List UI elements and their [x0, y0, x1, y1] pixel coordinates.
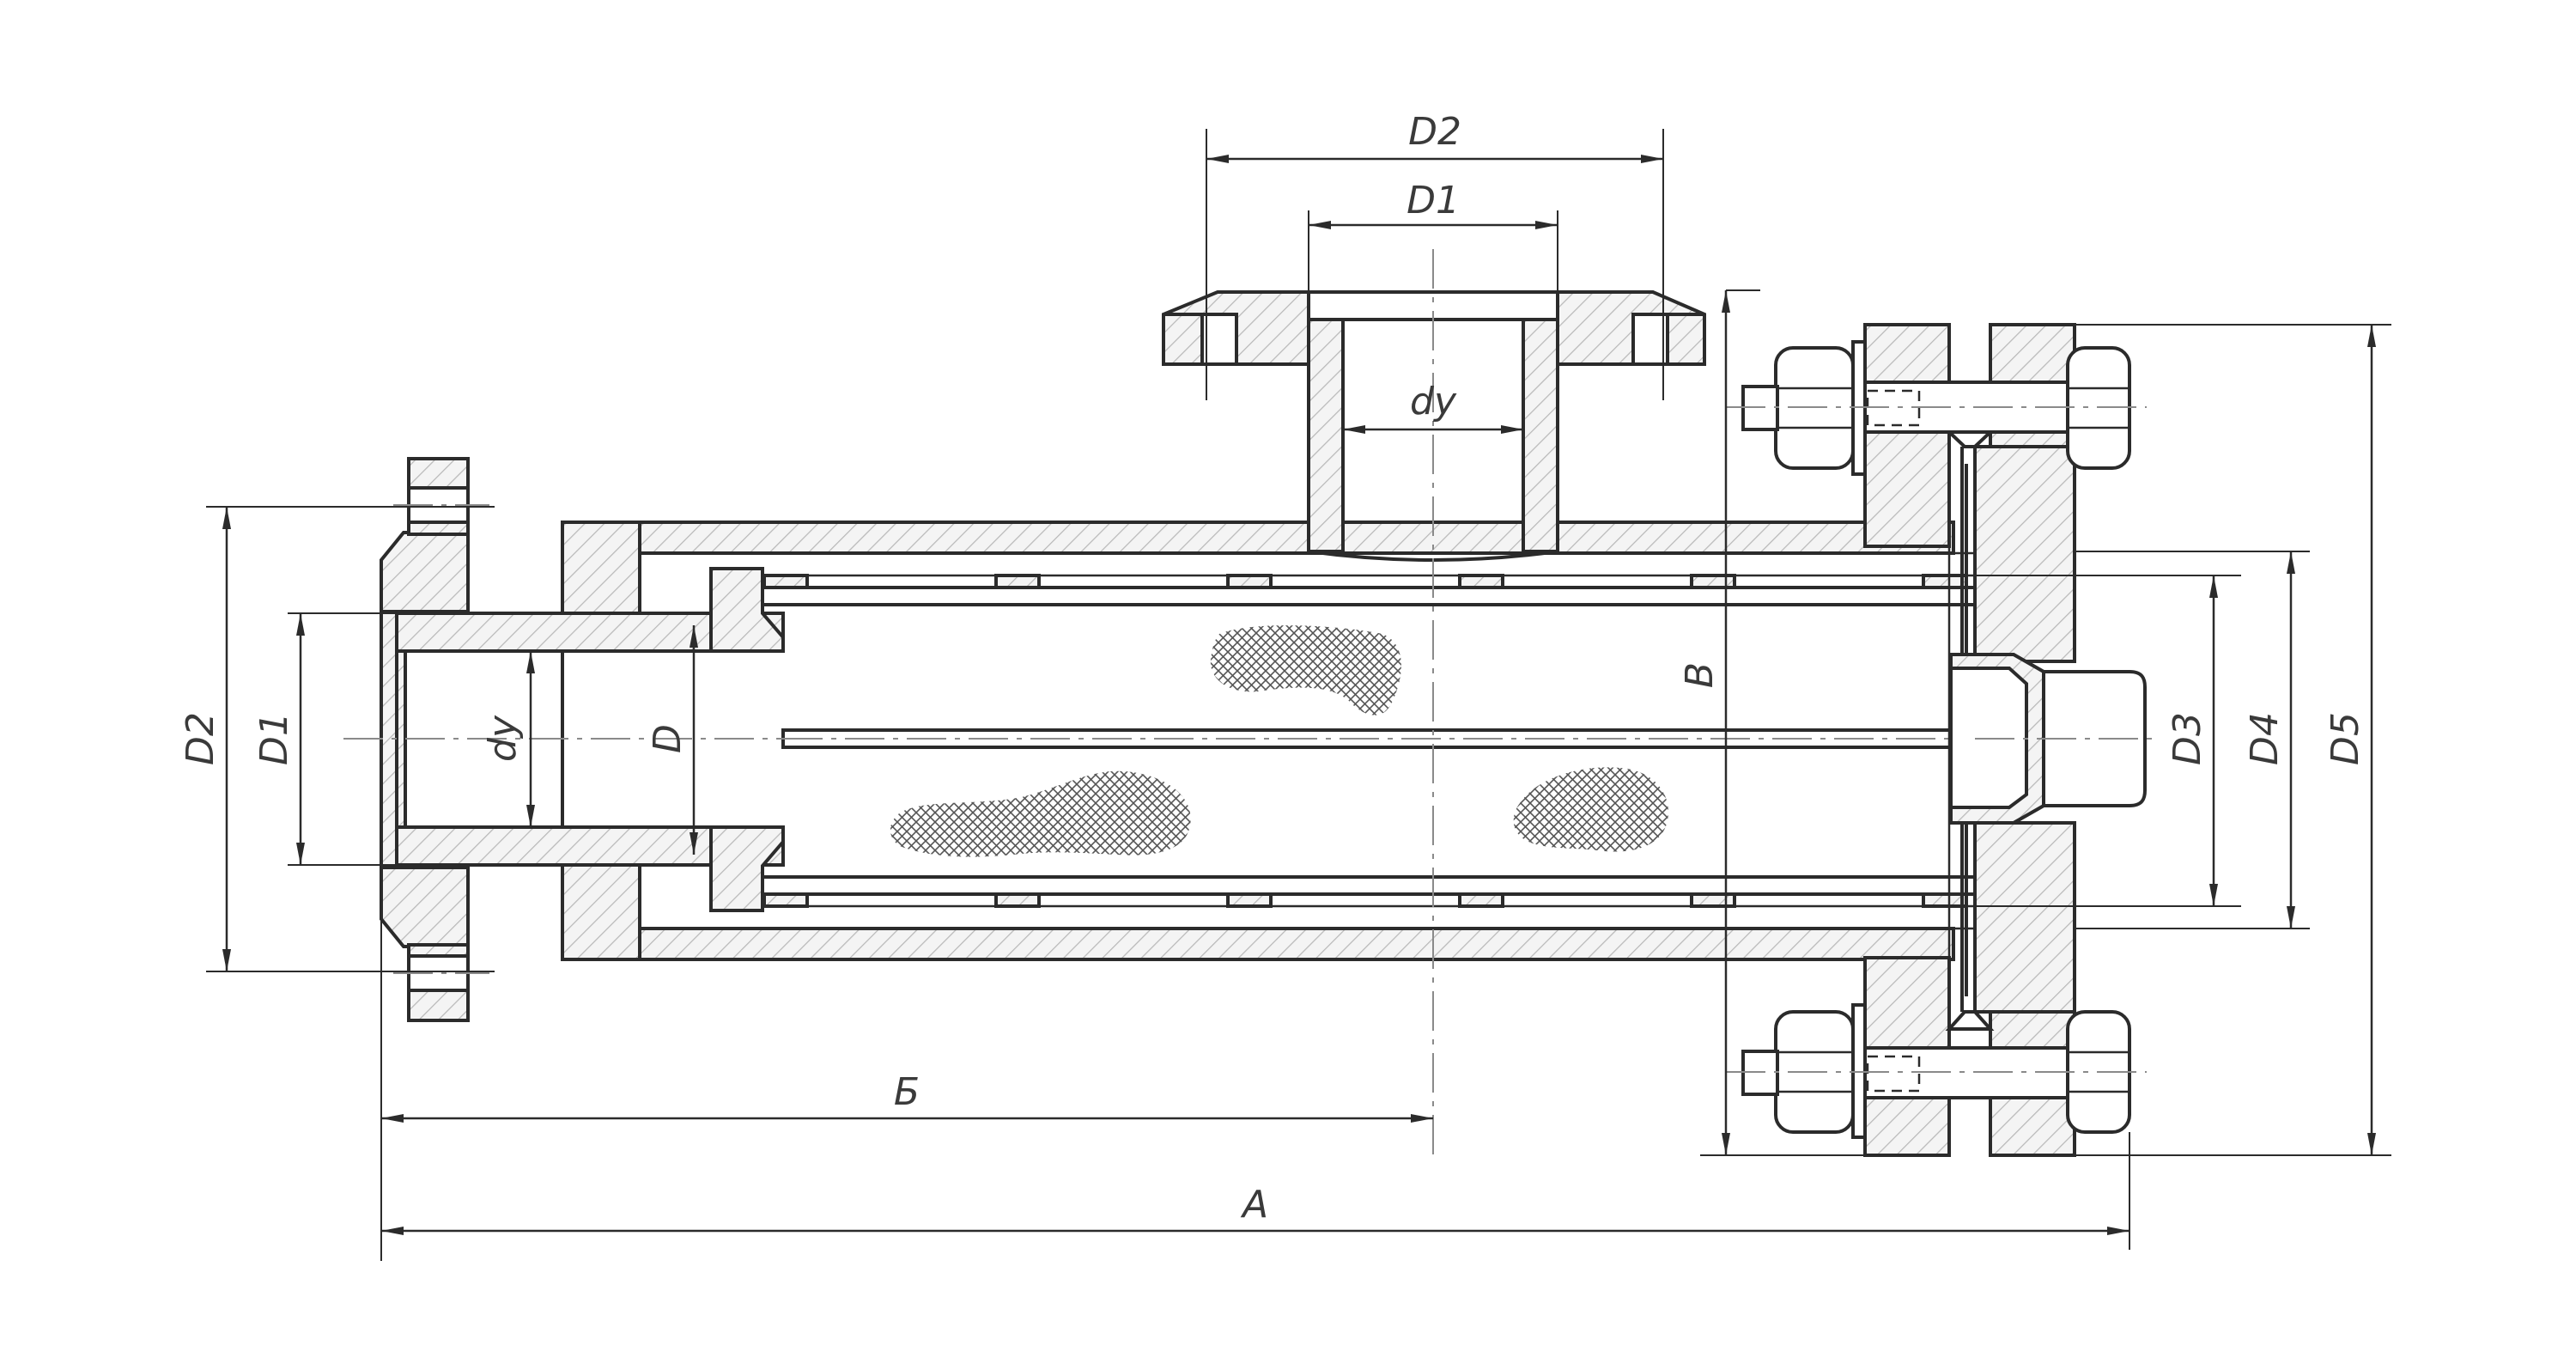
- label-top-d1: D1: [1406, 179, 1460, 222]
- bolt-bottom: [1726, 1003, 2147, 1139]
- label-top-dy: dy: [1410, 380, 1457, 423]
- label-left-d: D: [646, 724, 690, 753]
- top-pipe-wall-left: [1307, 318, 1345, 553]
- outlet-nozzle-top: [1162, 249, 1706, 1160]
- deposit-1: [1210, 625, 1401, 715]
- deposit-3: [1513, 767, 1668, 852]
- label-left-d2: D2: [179, 712, 222, 765]
- labels: D2 D1 dy D2 D1 dy D B D3 D4 D5 Б A: [179, 110, 2367, 1227]
- label-left-dy: dy: [481, 715, 525, 762]
- label-top-d2: D2: [1408, 110, 1461, 154]
- deposits: [890, 625, 1668, 857]
- label-d5: D5: [2324, 712, 2367, 765]
- label-length-a: A: [1240, 1183, 1268, 1227]
- dimensions: [206, 129, 2391, 1261]
- top-bolt-hole-left: [1200, 313, 1238, 366]
- top-bolt-hole-right: [1631, 313, 1669, 366]
- shell-bottom-wall: [638, 927, 1955, 961]
- inner-tube-bottom: [754, 875, 1990, 896]
- label-length-b: Б: [894, 1070, 920, 1114]
- housing: [561, 521, 1975, 961]
- label-d4: D4: [2243, 712, 2287, 765]
- bolt-top: [1726, 340, 2147, 476]
- shell-left-block-bottom: [561, 853, 641, 961]
- shell-left-block-top: [561, 521, 641, 627]
- label-d3: D3: [2166, 712, 2209, 765]
- top-pipe-wall-right: [1522, 318, 1559, 553]
- inlet-flange-left: [343, 457, 785, 1022]
- inner-tube-top: [754, 586, 1990, 606]
- inner-filter-tube: [754, 574, 1990, 908]
- deposit-2: [890, 770, 1191, 857]
- label-left-d1: D1: [252, 712, 296, 765]
- end-cover-right: [1863, 323, 2155, 1157]
- shell-top-wall: [638, 521, 1955, 555]
- label-b-height: B: [1678, 662, 1722, 688]
